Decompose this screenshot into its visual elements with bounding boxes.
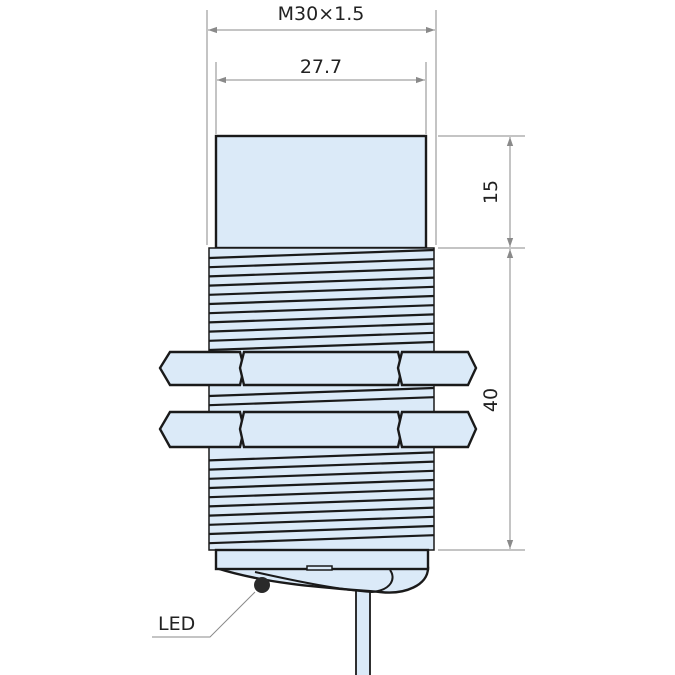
lower-nut — [158, 410, 478, 449]
thread-line — [208, 267, 435, 278]
thread-line — [208, 497, 435, 508]
threaded-body — [208, 247, 435, 551]
thread-line — [208, 313, 435, 324]
thread-line — [208, 515, 435, 526]
thread-line — [208, 506, 435, 517]
thread-line — [208, 396, 435, 407]
thread-line — [208, 322, 435, 333]
thread-line — [208, 469, 435, 480]
led-indicator — [254, 577, 270, 593]
cable — [355, 584, 371, 675]
thread-line — [208, 524, 435, 536]
thread-line — [208, 534, 435, 545]
sensor-cap — [214, 134, 428, 250]
thread-line — [208, 488, 435, 499]
thread-line — [208, 248, 435, 260]
upper-nut — [158, 350, 478, 387]
thread-length-label: 40 — [480, 388, 502, 412]
led-callout: LED — [152, 591, 256, 638]
thread-line — [208, 460, 435, 471]
thread-line — [208, 331, 435, 342]
cap-length-label: 15 — [480, 180, 502, 204]
dimension-thread: M30×1.5 — [206, 3, 437, 245]
thread-line — [208, 478, 435, 490]
thread-line — [208, 451, 435, 462]
thread-line — [208, 386, 435, 398]
dimension-right: 15 40 — [438, 135, 525, 551]
bottom-housing — [214, 548, 430, 675]
led-label: LED — [158, 613, 195, 635]
thread-line — [208, 285, 435, 296]
thread-line — [208, 340, 435, 352]
thread-line — [208, 294, 435, 306]
thread-line — [208, 258, 435, 269]
thread-line — [208, 304, 435, 315]
cap-diameter-label: 27.7 — [300, 56, 342, 78]
dimension-cap-diameter: 27.7 — [215, 56, 427, 134]
thread-line — [208, 276, 435, 287]
thread-dimension-label: M30×1.5 — [278, 3, 365, 25]
